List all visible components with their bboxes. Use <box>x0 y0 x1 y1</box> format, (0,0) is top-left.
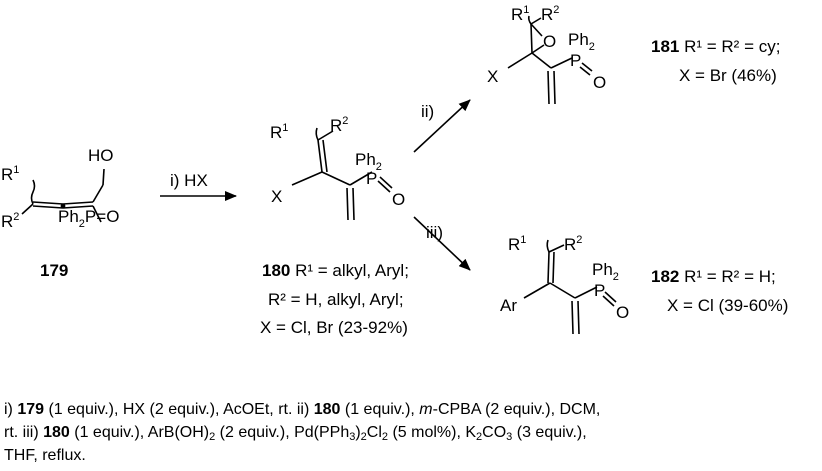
atom-ph2p: Ph2P=O <box>58 207 119 230</box>
compound-182-structure <box>523 239 617 335</box>
bond-p-o-2 <box>602 295 615 307</box>
compound-180-substituents-line3: X = Cl, Br (23-92%) <box>260 318 408 337</box>
bond-c-x <box>291 171 323 186</box>
bond-ch2-c <box>92 184 104 203</box>
bond-double-top-1 <box>317 139 323 173</box>
bond-c-x <box>507 52 533 69</box>
atom-o: O <box>392 190 405 209</box>
compound-181-substituents-line1: 181 R¹ = R² = cy; <box>651 37 780 56</box>
arrow-label-step1: i) HX <box>170 171 208 190</box>
bond-epoxide-c-o-1 <box>530 23 543 37</box>
bond-c-p <box>574 286 598 299</box>
atom-o: O <box>593 73 606 92</box>
atom-r2: R2 <box>564 234 582 254</box>
bond-methylene-2 <box>577 300 580 335</box>
bond-c-p <box>550 57 573 69</box>
atom-ar: Ar <box>500 296 517 315</box>
arrow-label-step3: iii) <box>426 223 443 242</box>
atom-x: X <box>271 187 282 206</box>
conditions-line-2: rt. iii) 180 (1 equiv.), ArB(OH)2 (2 equ… <box>4 424 587 443</box>
conditions-line-1: i) 179 (1 equiv.), HX (2 equiv.), AcOEt,… <box>4 401 601 418</box>
conditions-line-3: THF, reflux. <box>4 447 86 464</box>
allene-center-dot <box>60 203 66 209</box>
bond-r2 <box>317 130 334 141</box>
bond-p-o-2 <box>377 180 391 193</box>
bond-c-c <box>321 171 351 186</box>
wavy-bond-r1 <box>30 179 36 205</box>
compound-181-structure <box>507 15 593 105</box>
atom-ph2: Ph2 <box>592 260 619 283</box>
atom-r2: R2 <box>330 115 348 135</box>
bond-p-o-2 <box>579 66 591 76</box>
compound-180-substituents-line1: 180 R¹ = alkyl, Aryl; <box>262 261 409 280</box>
bond-methylene-1 <box>571 300 574 335</box>
arrow-label-step2: ii) <box>421 102 434 121</box>
atom-r2: R2 <box>1 211 19 231</box>
bond-allene-2b <box>32 205 64 209</box>
atom-r1: R1 <box>1 164 19 184</box>
bond-double-top-2 <box>322 139 328 173</box>
bond-c-ar <box>523 282 551 299</box>
bond-allene-1 <box>62 201 94 205</box>
reaction-conditions: i) 179 (1 equiv.), HX (2 equiv.), AcOEt,… <box>4 398 820 467</box>
bond-methylene-2 <box>352 187 355 221</box>
atom-r2: R2 <box>541 4 559 24</box>
atom-p: P <box>366 169 377 188</box>
compound-182-substituents-line2: X = Cl (39-60%) <box>667 296 788 315</box>
atom-o-ring: O <box>543 32 556 51</box>
compound-number-180: 180 <box>262 261 290 280</box>
atom-p: P <box>594 281 605 300</box>
bond-p-o-1 <box>581 62 593 72</box>
reaction-arrow-3 <box>413 216 471 271</box>
compound-number-182: 182 <box>651 267 679 286</box>
bond-epoxide-c-o-2 <box>531 44 545 54</box>
bond-c-p <box>92 205 102 223</box>
bond-methylene-1 <box>547 70 550 105</box>
bond-r2 <box>530 17 542 25</box>
compound-181-substituents-line2: X = Br (46%) <box>679 66 777 85</box>
wavy-bond-r1 <box>527 15 532 25</box>
bond-methylene-2 <box>553 70 556 105</box>
reaction-arrow-2 <box>413 99 471 153</box>
bond-epoxide-c-c <box>530 23 533 54</box>
atom-o: O <box>616 303 629 322</box>
atom-ph2: Ph2 <box>355 150 382 173</box>
bond-c-c <box>549 282 576 299</box>
bond-methylene-1 <box>346 187 349 221</box>
atom-x: X <box>487 67 498 86</box>
bond-c-c <box>531 52 552 69</box>
compound-179-structure <box>21 168 105 223</box>
compound-180-substituents-line2: R² = H, alkyl, Aryl; <box>268 290 404 309</box>
bond-allene-1b <box>62 205 94 209</box>
wavy-bond-r1 <box>315 127 319 141</box>
bond-p-o-1 <box>604 291 617 303</box>
atom-r1: R1 <box>511 4 529 24</box>
bond-double-top-2 <box>552 251 555 284</box>
compound-number-181: 181 <box>651 37 679 56</box>
wavy-bond-r1 <box>546 239 550 253</box>
bond-c-p <box>349 171 373 186</box>
atom-ho: HO <box>88 146 114 165</box>
compound-180-structure <box>291 127 393 221</box>
bond-ho-ch2 <box>102 168 105 186</box>
atom-r1: R1 <box>270 122 288 142</box>
bond-r2 <box>21 203 34 215</box>
atom-r1: R1 <box>508 234 526 254</box>
bond-allene-2 <box>32 201 64 205</box>
bond-p-o-1 <box>379 176 393 189</box>
bond-double-top-1 <box>547 251 550 284</box>
bond-r2 <box>548 244 565 253</box>
atom-p: P <box>570 51 581 70</box>
compound-number-179: 179 <box>40 261 68 280</box>
compound-182-substituents-line1: 182 R¹ = R² = H; <box>651 267 776 286</box>
atom-ph2: Ph2 <box>568 30 595 53</box>
